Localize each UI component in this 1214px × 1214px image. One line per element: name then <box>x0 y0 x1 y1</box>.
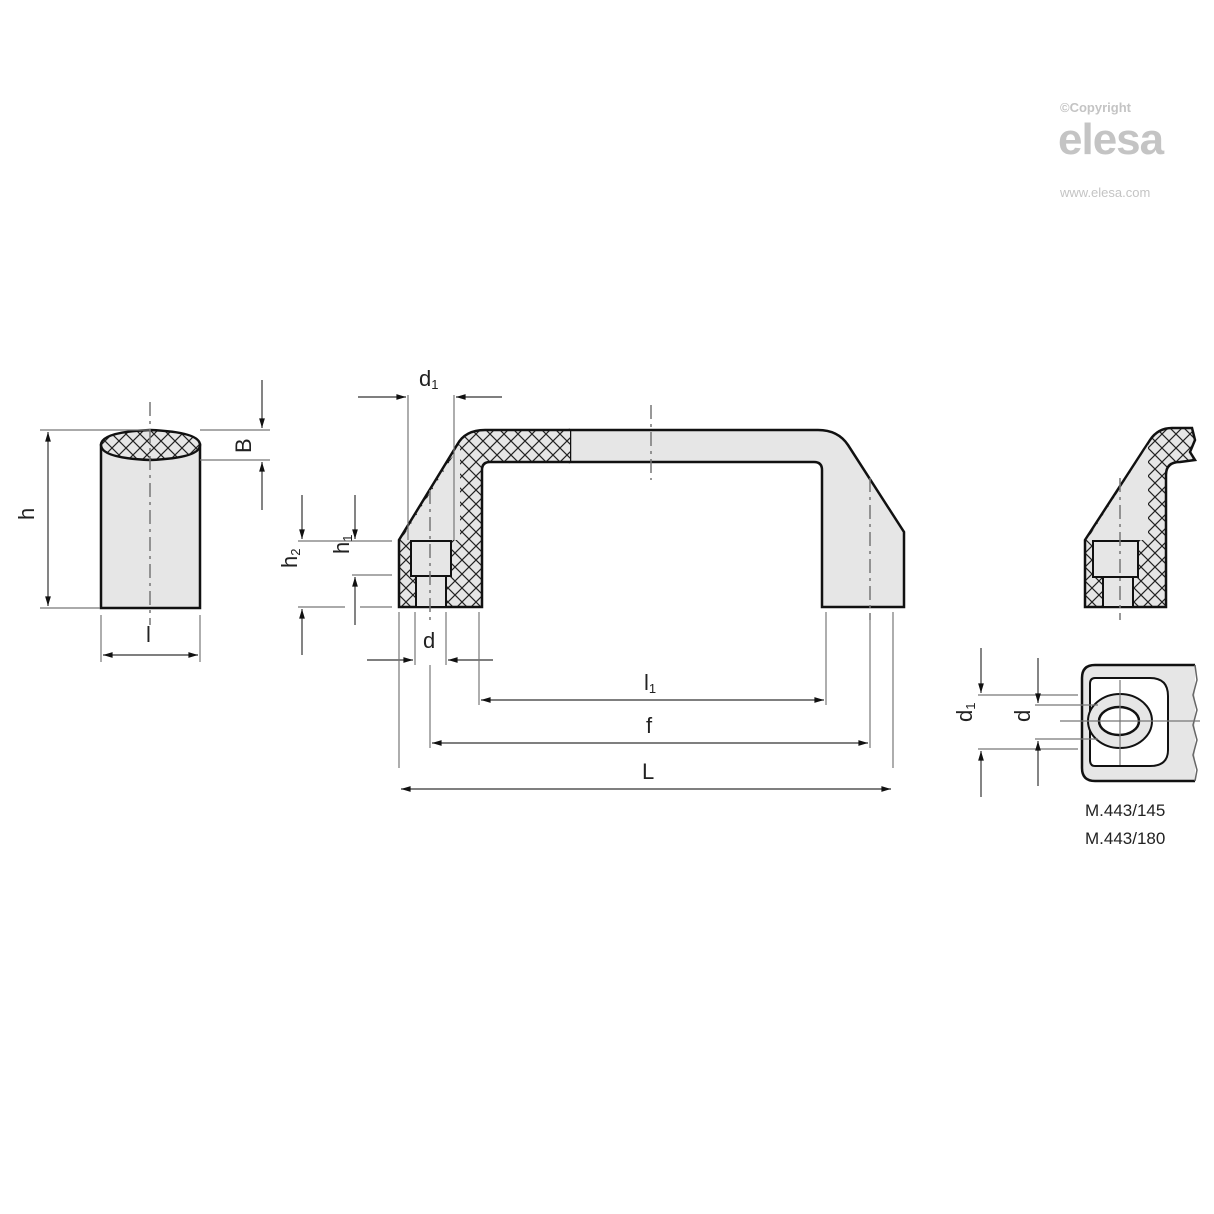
end-view <box>978 648 1200 797</box>
dim-label-L: L <box>642 759 654 784</box>
side-view <box>40 380 270 662</box>
dim-label-h2: h2 <box>277 549 303 568</box>
dim-label-l: l <box>146 622 151 647</box>
end-dim-label-d1: d1 <box>952 703 978 722</box>
dim-label-f: f <box>646 713 653 738</box>
end-dim-label-d: d <box>1010 710 1035 722</box>
dim-label-d: d <box>423 628 435 653</box>
dim-label-d1: d1 <box>419 366 438 392</box>
elesa-logo: elesa <box>1058 115 1164 164</box>
copyright-text: ©Copyright <box>1060 100 1131 115</box>
dim-label-h1: h1 <box>329 535 355 554</box>
front-view <box>298 394 906 792</box>
website-url: www.elesa.com <box>1060 185 1151 200</box>
model-code-1: M.443/145 <box>1085 801 1166 820</box>
dim-label-l1: l1 <box>644 670 656 696</box>
model-code-2: M.443/180 <box>1085 829 1166 848</box>
dim-label-h: h <box>14 508 39 520</box>
section-view <box>1083 426 1198 620</box>
dim-label-B: B <box>231 438 256 453</box>
